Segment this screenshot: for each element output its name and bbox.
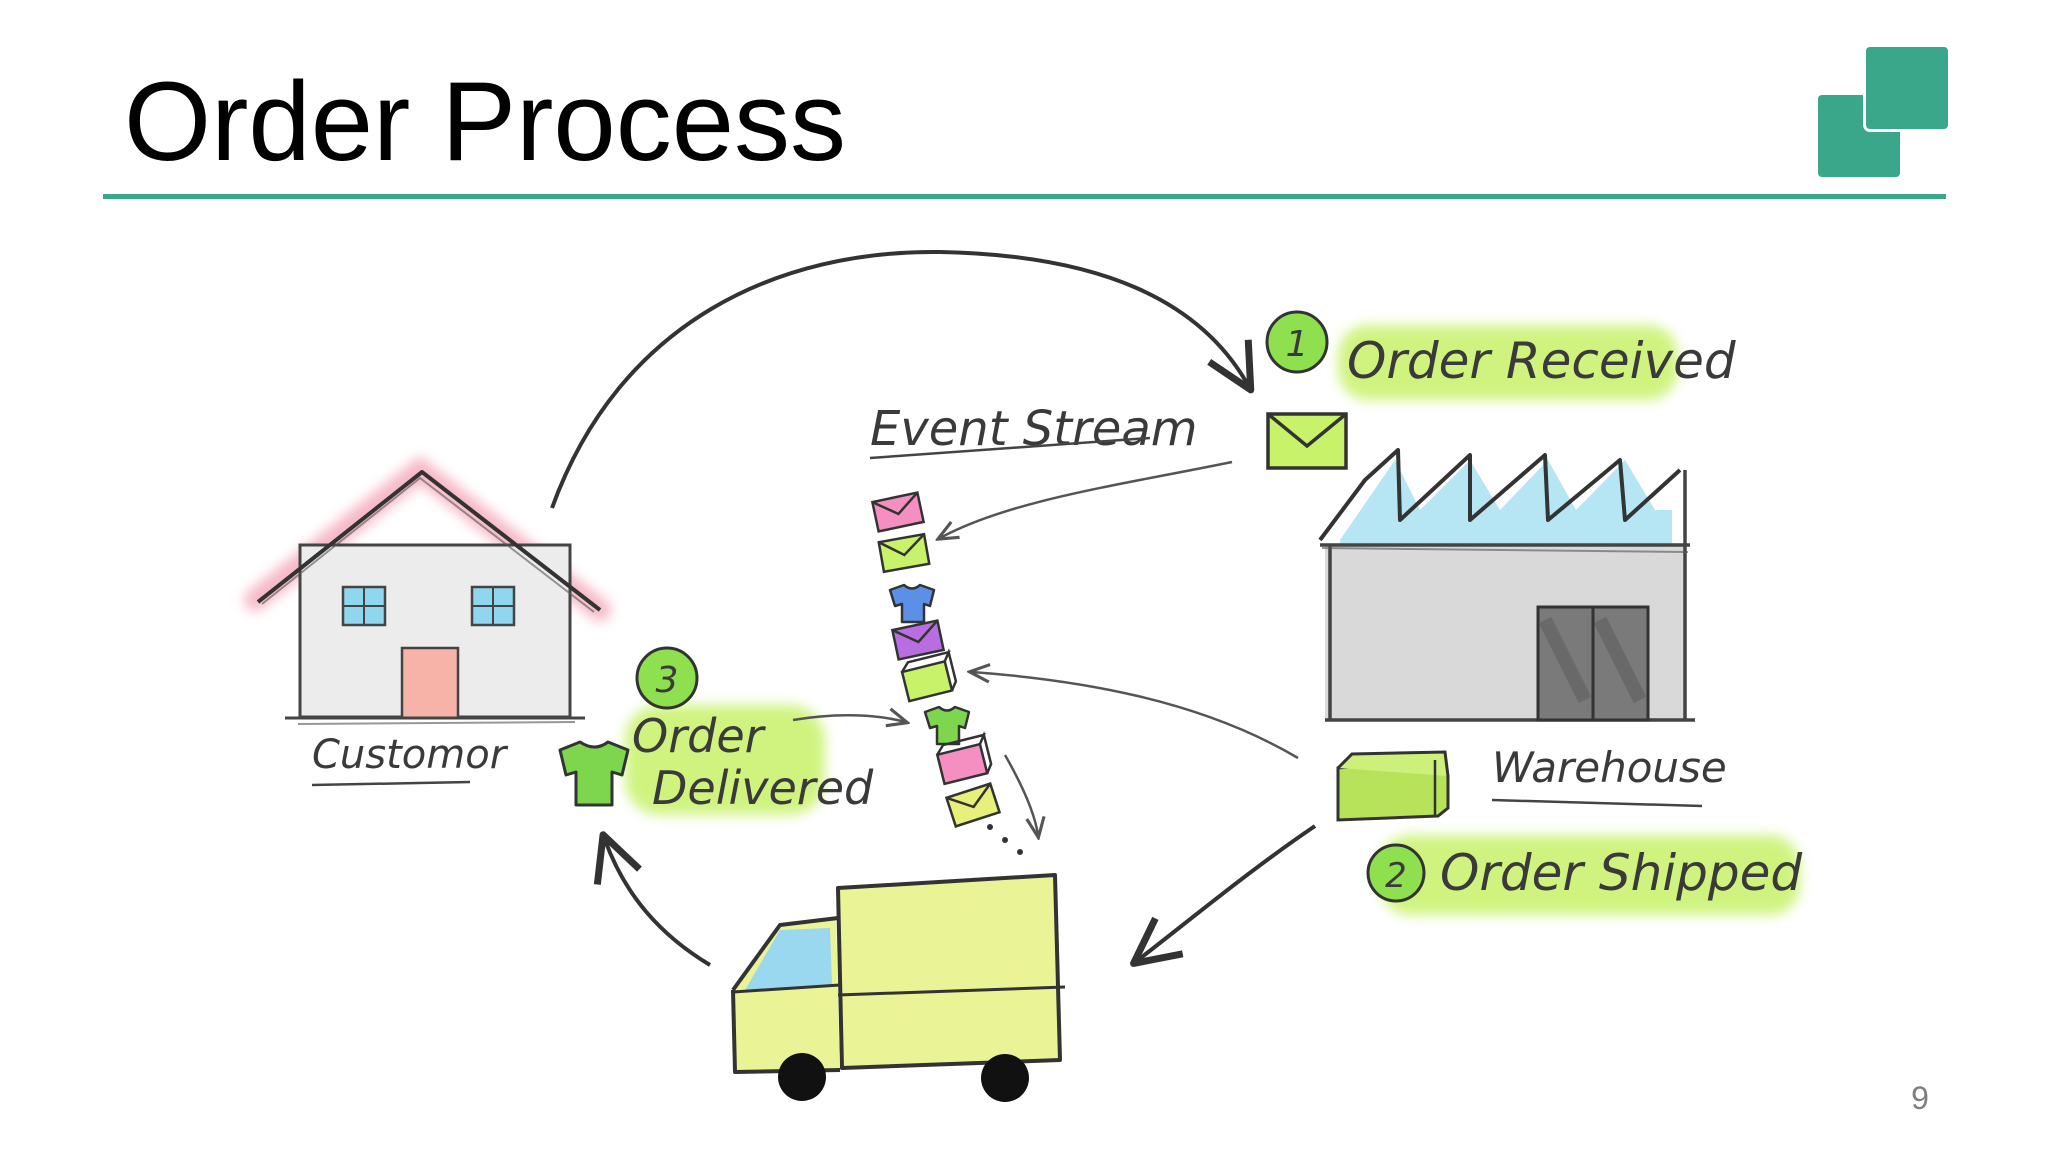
stream-shirt-green-icon — [923, 705, 971, 746]
stream-envelope-pink-icon — [870, 491, 926, 533]
arrow-truck-to-customer — [593, 831, 712, 967]
step-1-badge — [1265, 310, 1329, 374]
tshirt-icon — [558, 740, 630, 807]
step-2-label: Order Shipped — [1440, 844, 1802, 902]
company-logo — [1815, 44, 1951, 180]
package-box-icon — [1336, 750, 1450, 822]
stream-envelope-green-icon — [877, 532, 931, 574]
customer-label-underline — [311, 780, 471, 787]
stream-shirt-blue-icon — [888, 583, 936, 624]
slide-title: Order Process — [124, 59, 846, 184]
step-2-highlight — [1380, 835, 1800, 915]
stream-envelope-yellow-icon — [944, 782, 1002, 828]
warehouse-building-icon — [1318, 448, 1695, 722]
step-3-badge — [635, 646, 699, 710]
step-3-label-line1: Order — [632, 709, 767, 763]
step-1-highlight — [1338, 325, 1678, 400]
logo-square-front — [1863, 44, 1951, 132]
stream-envelope-purple-icon — [890, 619, 946, 661]
arrow-warehouse-to-truck — [1130, 824, 1317, 967]
customer-house-icon — [244, 456, 611, 725]
arrow-order-received-to-stream — [940, 460, 1233, 538]
page-number: 9 — [1911, 1080, 1929, 1116]
step-2-number: 2 — [1385, 856, 1407, 896]
arrow-order-delivered-to-stream — [792, 715, 905, 722]
stream-box-green-icon — [900, 648, 958, 703]
delivery-truck-icon — [731, 873, 1066, 1102]
event-stream-label: Event Stream — [870, 401, 1198, 457]
stream-continuation-dots — [987, 824, 1023, 855]
step-3-highlight — [625, 705, 825, 815]
event-stream-underline — [869, 436, 1151, 460]
step-1-number: 1 — [1286, 324, 1309, 365]
customer-label: Customor — [312, 732, 509, 778]
envelope-icon — [1266, 412, 1348, 470]
step-2-badge — [1366, 843, 1426, 903]
title-divider — [103, 194, 1946, 199]
arrow-stream-to-truck — [1003, 754, 1038, 835]
warehouse-label-underline — [1491, 798, 1703, 808]
step-3-number: 3 — [656, 660, 679, 701]
step-3-label-line2: Delivered — [652, 761, 874, 815]
step-1-label: Order Received — [1347, 332, 1736, 390]
arrow-order-shipped-to-stream — [972, 672, 1299, 760]
arrow-customer-to-warehouse — [550, 249, 1255, 509]
warehouse-label: Warehouse — [1492, 743, 1727, 792]
event-stream-items — [870, 491, 1023, 855]
stream-box-pink-icon — [935, 730, 993, 786]
